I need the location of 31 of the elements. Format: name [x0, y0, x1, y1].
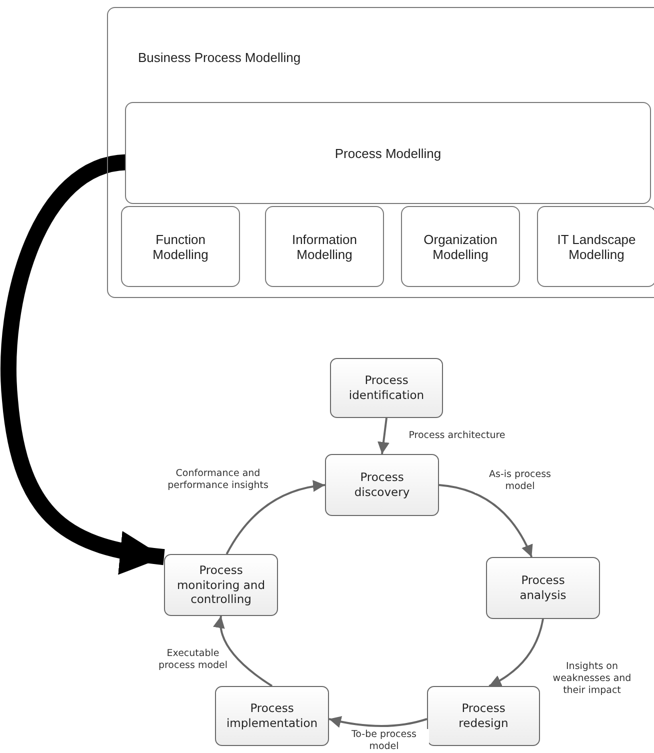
box-label: Process analysis — [518, 573, 568, 603]
box-label: Process redesign — [458, 701, 510, 731]
edge-label: Executable process model — [158, 648, 228, 672]
process-box — [325, 454, 439, 516]
process-box — [427, 686, 540, 746]
process-box — [265, 206, 384, 287]
box-label: Process Modelling — [334, 146, 442, 160]
box-label: Process monitoring and controlling — [176, 562, 266, 608]
arrow — [378, 418, 390, 454]
process-box — [121, 206, 240, 287]
process-box — [164, 554, 278, 616]
process-box — [401, 206, 520, 287]
group-title: Business Process Modelling — [138, 50, 301, 65]
box-label: Process identification — [348, 373, 426, 403]
box-label: Function Modelling — [152, 232, 210, 262]
arrow — [328, 716, 428, 728]
process-box — [330, 358, 443, 418]
process-box — [125, 102, 651, 204]
box-label: Information Modelling — [290, 232, 358, 262]
box-label: Process implementation — [226, 701, 318, 731]
arrow — [488, 618, 544, 687]
arrow — [438, 484, 533, 558]
arrow — [214, 616, 273, 687]
box-label: IT Landscape Modelling — [556, 232, 637, 262]
group-box — [107, 7, 654, 298]
box-label: Process discovery — [353, 470, 411, 500]
process-box — [486, 557, 600, 619]
box-label: Organization Modelling — [422, 232, 498, 262]
process-box — [215, 686, 329, 746]
process-box — [537, 206, 654, 287]
arrow — [226, 480, 326, 554]
